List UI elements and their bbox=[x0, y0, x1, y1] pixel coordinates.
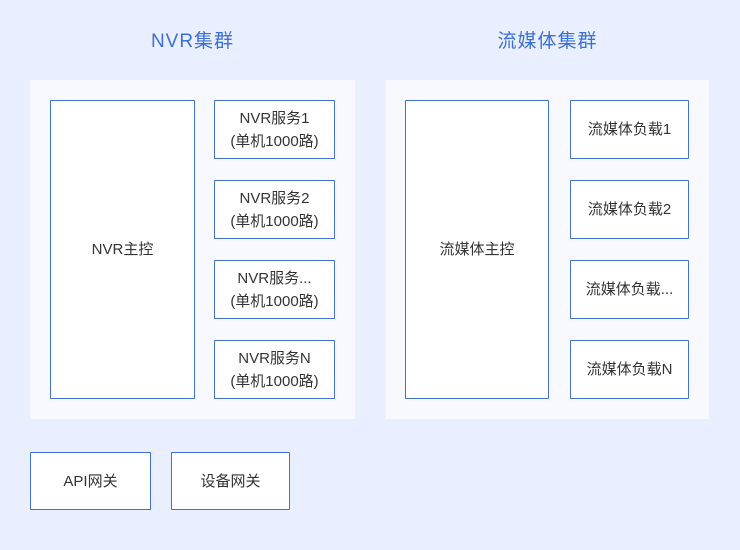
stream-node-box-2: 流媒体负载2 bbox=[570, 180, 689, 239]
device-gateway-box: 设备网关 bbox=[171, 452, 290, 510]
stream-node-3-title: 流媒体负载... bbox=[585, 281, 674, 298]
nvr-node-2-subtitle: (单机1000路) bbox=[230, 212, 319, 230]
nvr-cluster-panel: NVR主控 NVR服务1 (单机1000路) NVR服务2 (单机1000路) … bbox=[30, 80, 355, 419]
stream-node-box-ellipsis: 流媒体负载... bbox=[570, 260, 689, 319]
api-gateway-box: API网关 bbox=[30, 452, 151, 510]
stream-cluster-panel: 流媒体主控 流媒体负载1 流媒体负载2 流媒体负载... 流媒体负载N bbox=[386, 80, 709, 419]
stream-cluster-title: 流媒体集群 bbox=[497, 31, 598, 52]
nvr-node-4-title: NVR服务N bbox=[238, 349, 311, 367]
nvr-node-box-ellipsis: NVR服务... (单机1000路) bbox=[214, 260, 335, 319]
nvr-master-box: NVR主控 bbox=[50, 100, 195, 399]
stream-node-box-n: 流媒体负载N bbox=[570, 340, 689, 399]
nvr-node-box-n: NVR服务N (单机1000路) bbox=[214, 340, 335, 399]
nvr-node-box-1: NVR服务1 (单机1000路) bbox=[214, 100, 335, 159]
nvr-node-3-subtitle: (单机1000路) bbox=[230, 292, 319, 310]
stream-node-box-1: 流媒体负载1 bbox=[570, 100, 689, 159]
stream-node-2-title: 流媒体负载2 bbox=[587, 201, 672, 218]
stream-node-4-title: 流媒体负载N bbox=[586, 361, 673, 378]
stream-master-box: 流媒体主控 bbox=[405, 100, 549, 399]
nvr-node-3-title: NVR服务... bbox=[237, 269, 312, 287]
nvr-node-box-2: NVR服务2 (单机1000路) bbox=[214, 180, 335, 239]
nvr-master-label: NVR主控 bbox=[91, 241, 154, 258]
nvr-node-1-title: NVR服务1 bbox=[239, 109, 310, 127]
stream-master-label: 流媒体主控 bbox=[439, 241, 515, 258]
stream-node-1-title: 流媒体负载1 bbox=[587, 121, 672, 138]
api-gateway-label: API网关 bbox=[63, 472, 118, 490]
device-gateway-label: 设备网关 bbox=[200, 472, 261, 490]
nvr-node-1-subtitle: (单机1000路) bbox=[230, 132, 319, 150]
nvr-cluster-title: NVR集群 bbox=[150, 31, 235, 52]
nvr-node-4-subtitle: (单机1000路) bbox=[230, 372, 319, 390]
nvr-node-2-title: NVR服务2 bbox=[239, 189, 310, 207]
